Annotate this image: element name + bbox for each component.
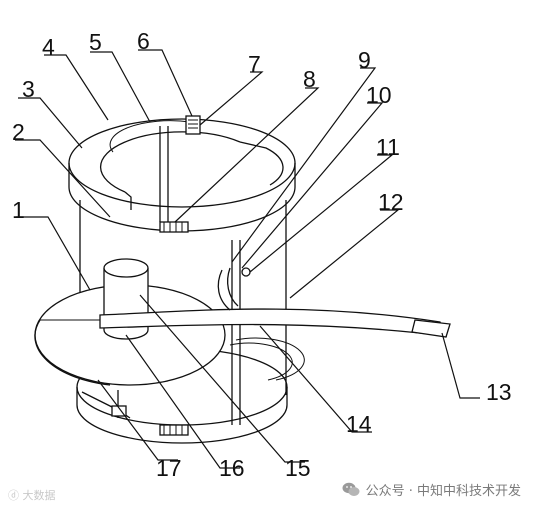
part-number-17: 17 (156, 455, 182, 481)
leader-2 (15, 139, 111, 218)
part-number-12: 12 (378, 189, 404, 215)
part-number-14: 14 (346, 411, 372, 437)
leader-14 (259, 325, 372, 433)
watermark-right: 公众号 · 中知中科技术开发 (342, 480, 521, 499)
leader-13 (441, 332, 480, 399)
part-number-6: 6 (137, 28, 150, 54)
part-number-7: 7 (248, 51, 261, 77)
leader-1 (16, 216, 91, 291)
leader-3 (18, 97, 83, 149)
leader-10 (241, 102, 384, 269)
leader-7 (199, 71, 264, 126)
leader-16 (125, 334, 240, 469)
leader-11 (249, 154, 394, 273)
part-number-2: 2 (12, 119, 25, 145)
leader-17 (97, 379, 178, 461)
part-number-13: 13 (486, 379, 512, 405)
part-number-11: 11 (376, 134, 400, 160)
part-number-10: 10 (366, 82, 392, 108)
part-labels: 1 2 3 4 5 6 7 8 9 10 11 12 13 14 15 16 1… (12, 28, 512, 481)
leader-9 (231, 67, 377, 263)
part-number-16: 16 (219, 455, 245, 481)
part-number-1: 1 (12, 197, 25, 223)
part-number-3: 3 (22, 76, 35, 102)
part-number-15: 15 (285, 455, 311, 481)
wechat-icon (342, 482, 360, 496)
part-number-9: 9 (358, 47, 371, 73)
part-number-5: 5 (89, 29, 102, 55)
device-body (34, 115, 451, 444)
part-number-8: 8 (303, 66, 316, 92)
part-number-4: 4 (42, 34, 55, 60)
watermark-left: ⓓ 大数据 (8, 489, 56, 502)
leader-15 (139, 294, 305, 463)
leader-12 (289, 209, 400, 299)
leader-lines (15, 49, 480, 469)
leader-6 (138, 49, 193, 117)
watermark-text: 公众号 · 中知中科技术开发 (365, 484, 521, 499)
leader-8 (174, 87, 320, 223)
leader-4 (44, 54, 109, 121)
leader-5 (90, 51, 151, 123)
